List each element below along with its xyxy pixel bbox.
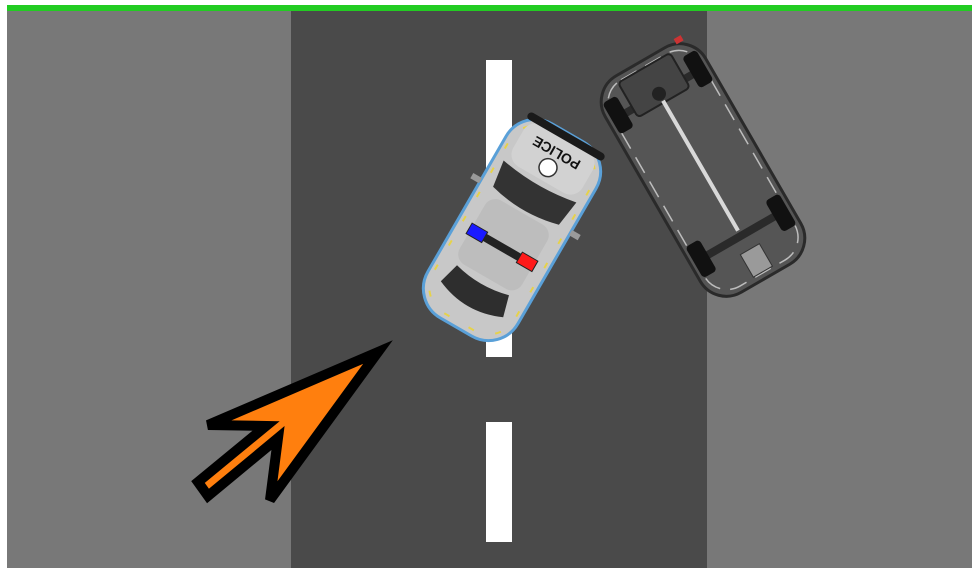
left-shoulder [7,11,291,568]
lane-marking [486,422,512,542]
top-status-bar [7,5,972,11]
